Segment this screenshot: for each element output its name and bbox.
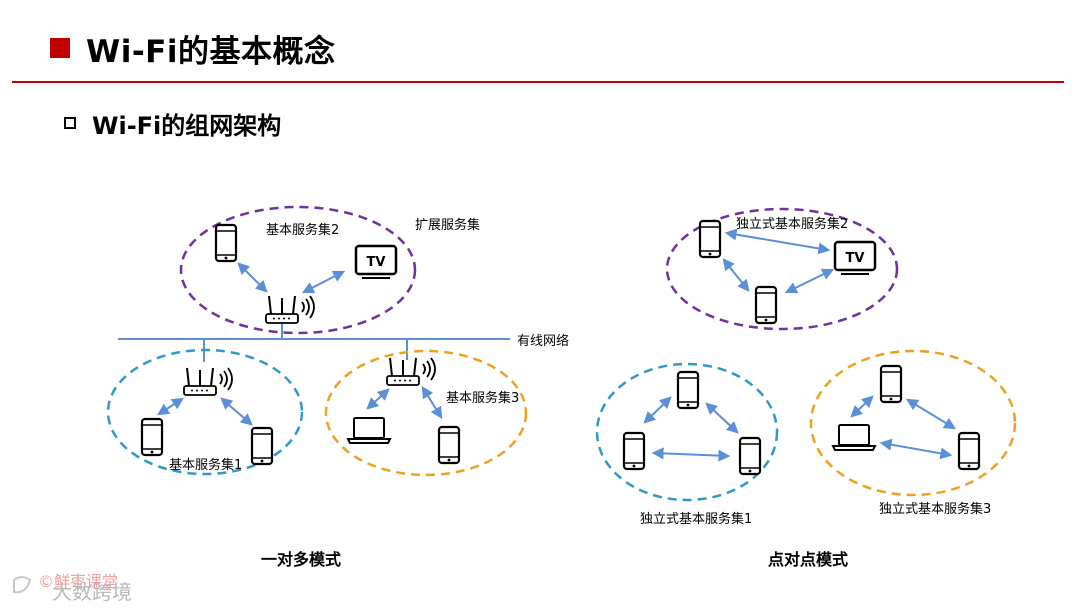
- link-arrow: [705, 402, 739, 434]
- ibss1-boundary: [595, 362, 779, 502]
- link-arrow: [220, 397, 253, 426]
- link-arrow: [784, 268, 835, 294]
- router-icon: [386, 357, 436, 386]
- phone-icon: [250, 426, 274, 466]
- tv-icon-text: TV: [846, 251, 865, 266]
- laptop-icon: [347, 417, 391, 444]
- laptop-icon: [832, 424, 876, 451]
- watermark-logo-icon: [13, 576, 32, 594]
- title-divider: [12, 81, 1064, 83]
- link-arrow: [722, 258, 750, 292]
- link-arrow: [905, 398, 957, 430]
- infrastructure-mode-diagram: TV 基本服务集2 扩展服务集 有线网络 基本服务集1 基本服务集3 一对多模式: [106, 205, 569, 569]
- link-arrow: [651, 447, 731, 462]
- bss1-boundary: [106, 348, 304, 476]
- infrastructure-mode-caption: 一对多模式: [261, 550, 341, 569]
- link-arrow: [643, 396, 672, 424]
- phone-icon: [622, 431, 646, 471]
- router-icon: [183, 367, 233, 396]
- phone-icon: [437, 425, 461, 465]
- bss3-boundary: [324, 349, 528, 477]
- phone-icon: [140, 417, 164, 457]
- link-arrow: [421, 385, 443, 420]
- wired-network-label: 有线网络: [517, 333, 569, 349]
- section-subtitle: Wi-Fi的组网架构: [92, 112, 282, 140]
- ibss2-boundary: [665, 207, 899, 331]
- phone-icon: [676, 370, 700, 410]
- link-arrow: [879, 438, 953, 460]
- subtitle-bullet: [64, 117, 76, 129]
- router-icon: [265, 295, 315, 324]
- tv-icon-text: TV: [367, 255, 386, 270]
- phone-icon: [738, 436, 762, 476]
- link-arrow: [237, 262, 268, 293]
- watermark-text-secondary: 大数跨境: [52, 580, 132, 604]
- adhoc-mode-diagram: TV 独立式基本服务集2 独立式基本服务集1 独立式基本服务集3 点对点模式: [595, 207, 1017, 569]
- bss1-label: 基本服务集1: [169, 457, 242, 473]
- phone-icon: [214, 223, 238, 263]
- page-title: Wi-Fi的基本概念: [86, 34, 336, 70]
- link-arrow: [366, 388, 390, 410]
- adhoc-mode-caption: 点对点模式: [768, 550, 848, 569]
- bss3-label: 基本服务集3: [446, 390, 519, 406]
- phone-icon: [957, 431, 981, 471]
- ibss2-label: 独立式基本服务集2: [736, 216, 848, 232]
- watermark-text-primary: ©鲜枣课堂: [38, 572, 119, 591]
- phone-icon: [879, 364, 903, 404]
- link-arrow: [301, 270, 346, 294]
- phone-icon: [698, 219, 722, 259]
- bss2-label: 基本服务集2: [266, 222, 339, 238]
- ibss1-label: 独立式基本服务集1: [640, 511, 752, 527]
- link-arrow: [724, 228, 831, 255]
- ess-label: 扩展服务集: [415, 217, 480, 233]
- title-marker: [50, 38, 70, 58]
- bss2-boundary: [179, 205, 417, 335]
- phone-icon: [754, 285, 778, 325]
- link-arrow: [156, 397, 185, 416]
- link-arrow: [850, 395, 874, 418]
- ibss3-boundary: [809, 349, 1017, 497]
- ibss3-label: 独立式基本服务集3: [879, 501, 991, 517]
